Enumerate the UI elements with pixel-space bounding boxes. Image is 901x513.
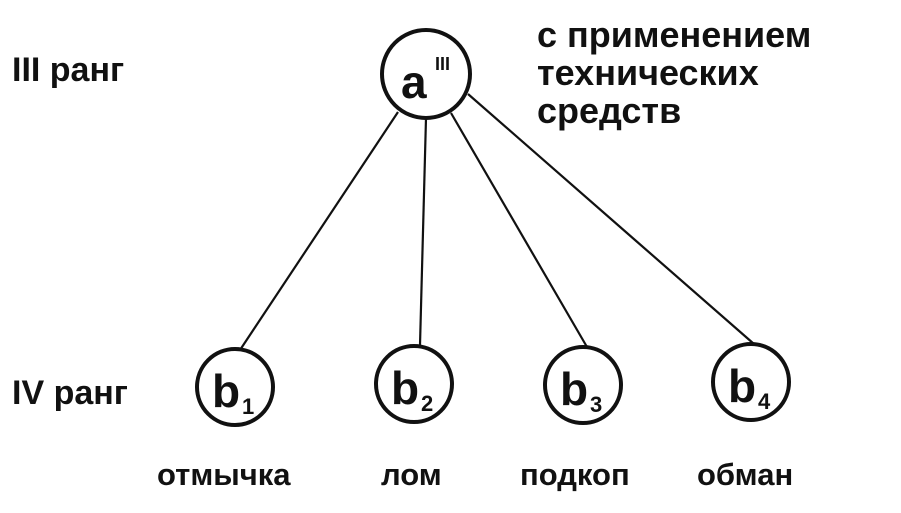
root-node: a III xyxy=(380,28,472,120)
rank-label-iv: IV ранг xyxy=(12,374,128,412)
root-note-line-3: средств xyxy=(537,90,681,131)
child-node-b4-letter: b xyxy=(728,360,756,412)
edge-root-b4 xyxy=(467,93,755,345)
edge-root-b1 xyxy=(239,111,399,351)
child-node-b4: b 4 xyxy=(711,342,791,422)
root-note-line-1: с применением xyxy=(537,14,811,55)
child-node-b2-index: 2 xyxy=(421,391,433,416)
rank-label-iii: III ранг xyxy=(12,51,124,89)
child-node-b1-index: 1 xyxy=(242,394,254,419)
edge-root-b2 xyxy=(418,117,428,346)
caption-b4: обман xyxy=(697,457,793,492)
child-node-b2-letter: b xyxy=(391,362,419,414)
child-node-b4-index: 4 xyxy=(758,389,771,414)
child-node-b3-letter: b xyxy=(560,363,588,415)
edge-root-b3 xyxy=(450,112,588,348)
root-node-superscript: III xyxy=(435,54,450,74)
caption-b2: лом xyxy=(381,457,442,492)
child-node-b3-index: 3 xyxy=(590,392,602,417)
child-node-b3: b 3 xyxy=(543,345,623,425)
child-node-b2: b 2 xyxy=(374,344,454,424)
caption-b3: подкоп xyxy=(520,457,630,492)
caption-b1: отмычка xyxy=(157,457,291,492)
root-note-line-2: технических xyxy=(537,52,759,93)
root-node-letter: a xyxy=(401,56,427,108)
child-node-b1: b 1 xyxy=(195,347,275,427)
child-node-b1-letter: b xyxy=(212,365,240,417)
root-note: с применением технических средств xyxy=(537,14,811,131)
